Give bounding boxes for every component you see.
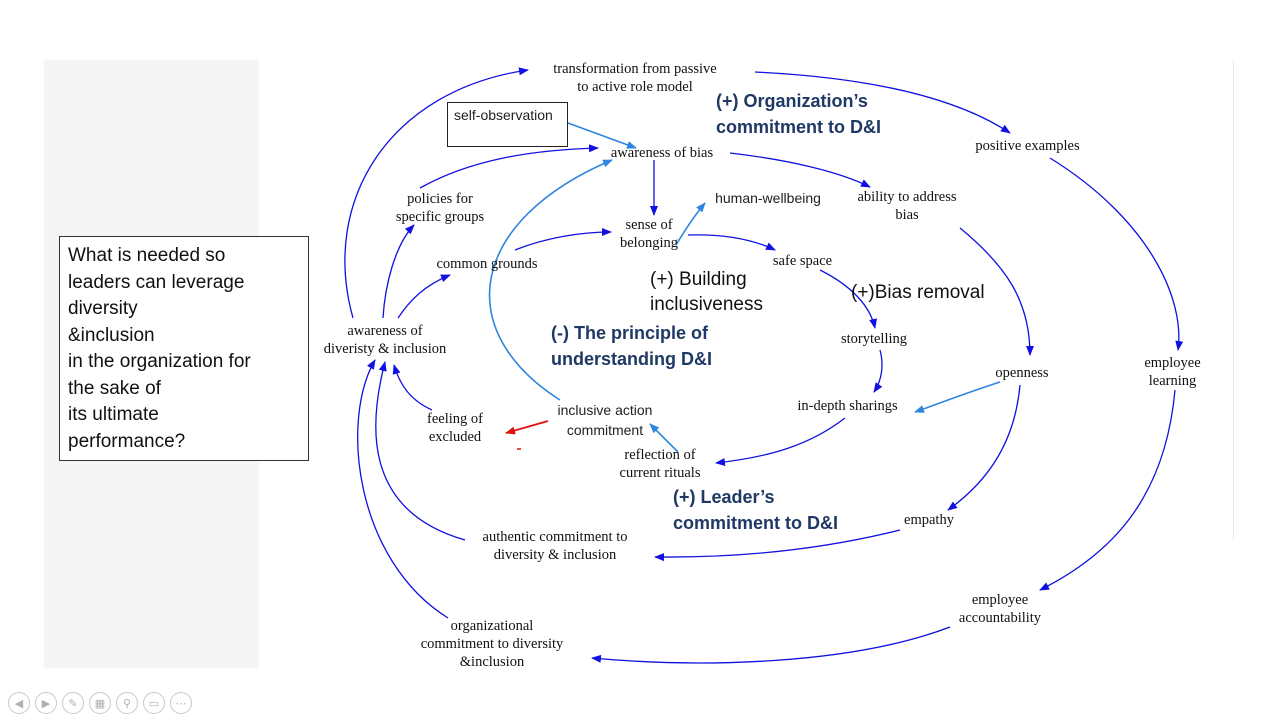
node-inclusive-action-commitment: inclusive action commitment — [557, 402, 653, 438]
node-common-grounds: common grounds — [436, 256, 538, 272]
link-awareness-di-to-policies — [382, 224, 415, 319]
link-common-grounds-to-sense-belonging — [514, 228, 612, 251]
next-icon[interactable]: ▶ — [35, 692, 57, 714]
loop-label-principle: (-) The principle of understanding D&I — [551, 323, 712, 369]
node-awareness-of-bias: awareness of bias — [610, 145, 714, 161]
node-positive-examples: positive examples — [975, 138, 1080, 154]
slides-icon[interactable]: ▦ — [89, 692, 111, 714]
node-openness: openness — [995, 365, 1049, 381]
node-feeling-of-excluded: feeling of excluded — [427, 411, 483, 445]
loop-label-organization: (+) Organization’s commitment to D&I — [716, 91, 882, 137]
link-feeling-excluded-to-awareness-di — [392, 364, 433, 411]
node-human-wellbeing: human-wellbeing — [715, 190, 821, 206]
slideshow-toolbar: ◀ ▶ ✎ ▦ ⚲ ▭ ⋯ — [8, 692, 192, 716]
link-organizational-to-awareness-di — [357, 359, 449, 619]
node-authentic-commitment: authentic commitment to diversity & incl… — [482, 529, 628, 563]
link-empathy-to-authentic — [654, 529, 901, 562]
node-organizational-commitment: organizational commitment to diversity &… — [420, 618, 564, 670]
loop-label-bias-removal: (+)Bias removal — [851, 282, 985, 303]
link-positive-examples-to-employee-learning — [1049, 157, 1184, 351]
self-observation-label: self-observation — [454, 107, 553, 123]
node-policies: policies for specific groups — [395, 191, 485, 225]
node-employee-learning: employee learning — [1144, 355, 1201, 389]
link-inclusive-action-to-feeling-excluded — [505, 420, 549, 435]
link-reflection-to-inclusive-action — [649, 423, 679, 453]
pen-icon[interactable]: ✎ — [62, 692, 84, 714]
question-box: What is needed so leaders can leverage d… — [59, 236, 309, 461]
node-safe-space: safe space — [772, 253, 833, 269]
link-openness-to-in-depth — [914, 381, 1001, 413]
node-awareness-of-diversity-inclusion: awareness of diveristy & inclusion — [323, 323, 447, 357]
question-text: What is needed so leaders can leverage d… — [68, 245, 251, 452]
link-sense-belonging-to-human-wellbeing — [675, 202, 706, 246]
node-ability-to-address-bias: ability to address bias — [857, 189, 957, 223]
node-reflection-of-current-rituals: reflection of current rituals — [619, 447, 701, 481]
loop-label-leader: (+) Leader’s commitment to D&I — [673, 487, 839, 533]
link-accountability-to-organizational — [591, 626, 951, 664]
link-sense-belonging-to-safe-space — [687, 234, 776, 251]
link-awareness-bias-to-ability — [729, 152, 871, 188]
link-employee-learning-to-accountability — [1039, 389, 1176, 591]
node-sense-of-belonging: sense of belonging — [620, 217, 678, 251]
link-storytelling-to-in-depth — [873, 349, 883, 393]
link-inclusive-action-to-awareness-bias — [488, 159, 613, 401]
node-employee-accountability: employee accountability — [958, 592, 1042, 626]
node-empathy: empathy — [904, 512, 954, 528]
link-safe-space-to-storytelling — [819, 269, 877, 329]
node-transformation: transformation from passive to active ro… — [553, 61, 717, 95]
loop-label-building: (+) Building inclusiveness — [650, 269, 763, 315]
link-ability-to-openness — [959, 227, 1034, 356]
link-authentic-to-awareness-di — [375, 361, 466, 541]
self-observation-box: self-observation — [447, 102, 568, 147]
link-awareness-di-to-transformation — [344, 67, 529, 319]
link-awareness-di-to-common-grounds — [397, 274, 451, 319]
link-self-observation-to-awareness-bias — [567, 122, 637, 149]
link-transformation-to-positive-examples — [754, 71, 1011, 134]
previous-icon[interactable]: ◀ — [8, 692, 30, 714]
link-openness-to-empathy — [947, 384, 1021, 511]
link-in-depth-to-reflection — [715, 417, 846, 466]
subtitles-icon[interactable]: ▭ — [143, 692, 165, 714]
node-in-depth-sharings: in-depth sharings — [797, 398, 898, 414]
divider-line — [1233, 60, 1234, 540]
zoom-icon[interactable]: ⚲ — [116, 692, 138, 714]
link-policies-to-awareness-bias — [419, 144, 599, 189]
more-icon[interactable]: ⋯ — [170, 692, 192, 714]
node-storytelling: storytelling — [840, 331, 908, 347]
